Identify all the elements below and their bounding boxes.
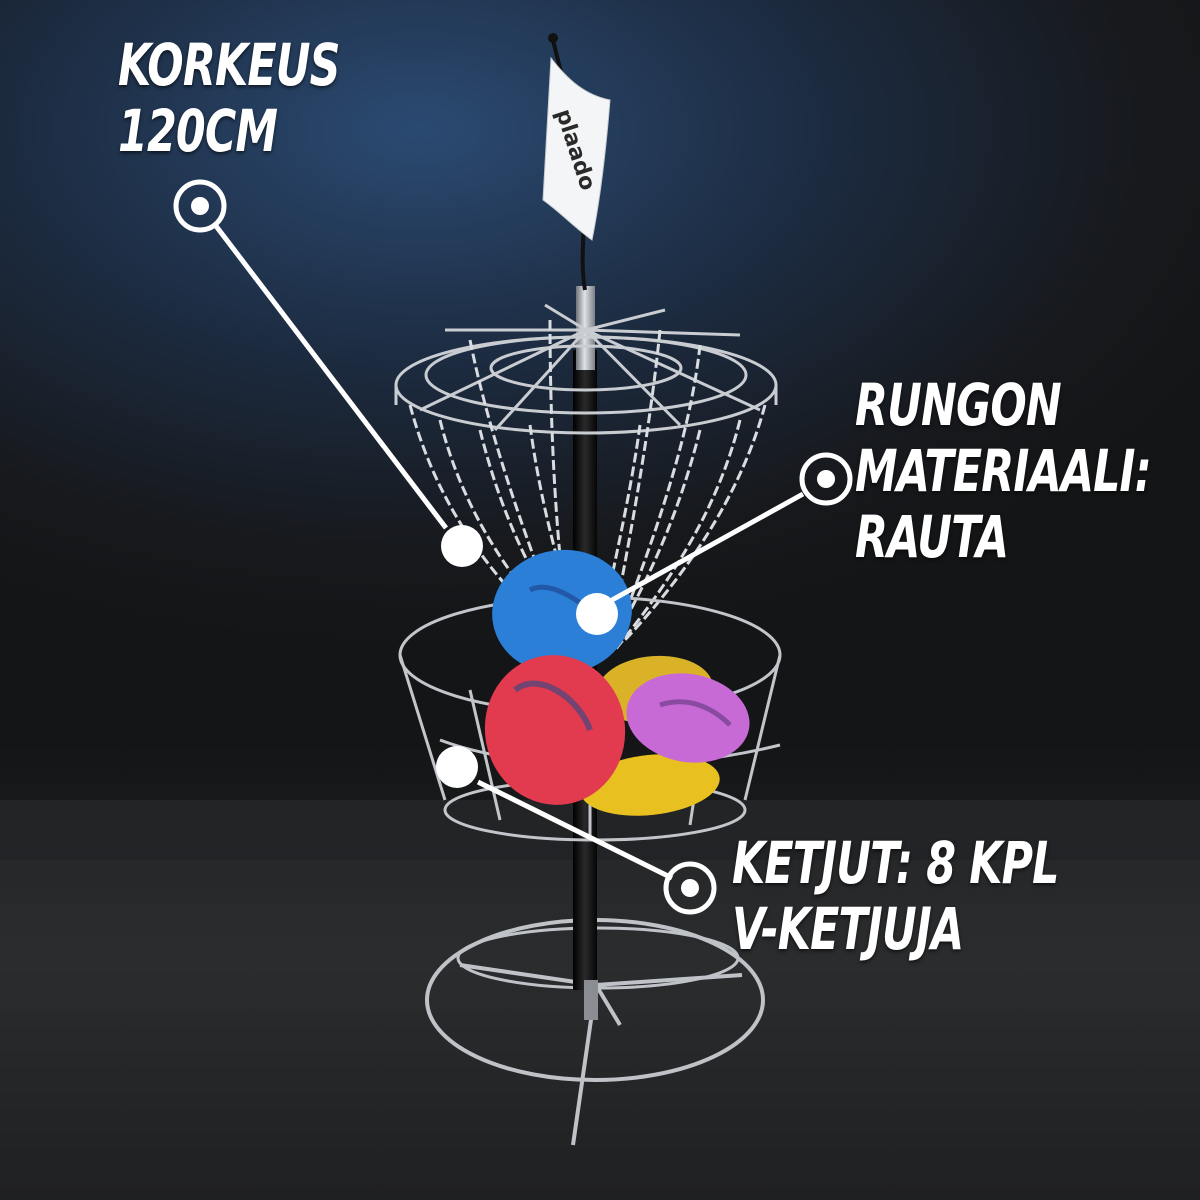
height-callout-line: [214, 224, 448, 530]
height-label-line2: 120CM: [118, 97, 278, 165]
chains-label-line2: V-KETJUJA: [732, 895, 964, 963]
top-chain-support: [394, 303, 778, 435]
dot-chains: [436, 746, 478, 788]
callout-lines: [214, 224, 805, 881]
height-label-line1: KORKEUS: [118, 31, 340, 99]
pole-foot: [584, 980, 598, 1020]
chains-label-line1: KETJUT: 8 KPL: [732, 829, 1059, 897]
disc-blue: [492, 549, 632, 675]
frame-label-line1: RUNGON: [855, 371, 1062, 439]
frame-label-line3: RAUTA: [855, 503, 1009, 571]
callout-target-frame: [799, 452, 853, 506]
frame-callout-label: RUNGON MATERIAALI: RAUTA: [855, 371, 1152, 571]
disc-red: [484, 655, 626, 805]
frame-callout-line: [610, 491, 805, 603]
callout-target-chains: [663, 861, 717, 915]
dot-height: [441, 525, 483, 567]
disc-purple: [626, 673, 750, 763]
dot-frame: [576, 593, 618, 635]
discs: [484, 549, 750, 816]
floor: [0, 800, 1200, 1200]
flag-tip: [548, 33, 558, 43]
height-callout-label: KORKEUS 120CM: [118, 32, 340, 164]
chains-callout-line: [476, 779, 674, 881]
flag: plaado: [542, 56, 611, 241]
chains-callout-label: KETJUT: 8 KPL V-KETJUJA: [732, 830, 1059, 962]
callout-target-height: [173, 179, 227, 233]
frame-label-line2: MATERIAALI:: [855, 437, 1152, 505]
